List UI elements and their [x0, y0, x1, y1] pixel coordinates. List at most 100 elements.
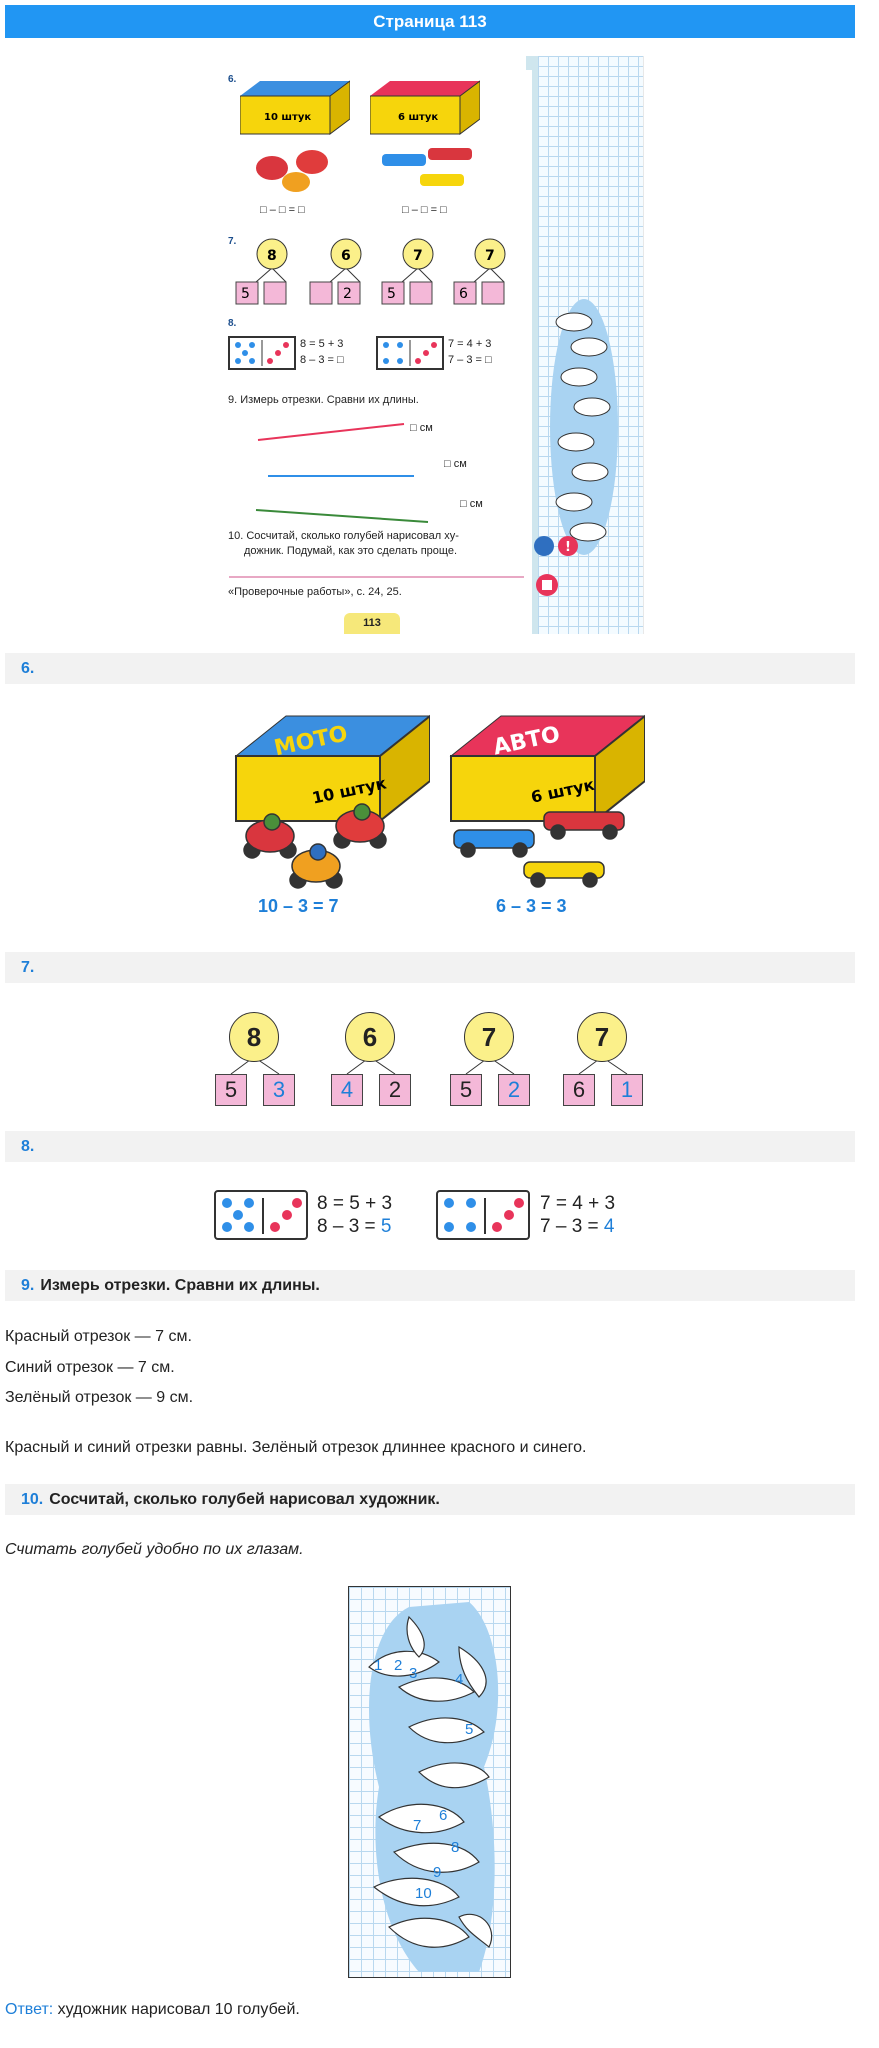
task8-eq1-prefix: 8 – 3 = — [317, 1216, 381, 1237]
svg-text:!: ! — [565, 540, 571, 555]
dove-number-8: 8 — [451, 1839, 460, 1856]
dove-number-9: 9 — [433, 1864, 442, 1881]
section-6-number: 6. — [21, 659, 35, 677]
task9-conclusion: Красный и синий отрезки равны. Зелёный о… — [5, 1439, 587, 1456]
decomposition-2: 6 4 2 — [331, 1012, 411, 1107]
scan-decomp-left-1: 5 — [241, 286, 250, 302]
task8-eq2-line1: 7 = 4 + 3 — [540, 1193, 616, 1214]
doves-drawing — [368, 1602, 499, 1972]
decomposition-1: 8 5 3 — [215, 1012, 295, 1107]
section-9-title: Измерь отрезки. Сравни их длины. — [40, 1276, 320, 1294]
doves-picture: 1 2 3 4 5 6 7 8 9 10 — [348, 1586, 511, 1978]
task10-answer: Ответ: художник нарисовал 10 голубей. — [5, 2001, 300, 2019]
scan-task6-eq-right: □ – □ = □ — [402, 204, 447, 216]
scan-task6-eq-left: □ – □ = □ — [260, 204, 305, 216]
task9-blue-segment: Синий отрезок — 7 см. — [5, 1359, 175, 1376]
task8-eq1-answer: 5 — [380, 1216, 392, 1237]
scan-cm-1: □ см — [410, 422, 433, 434]
cars-illustration — [453, 811, 625, 888]
decomposition-right-answer: 2 — [498, 1074, 530, 1106]
decomposition-left: 6 — [563, 1074, 595, 1106]
section-8-number: 8. — [21, 1137, 35, 1155]
scan-task10-line1: 10. Сосчитай, сколько голубей нарисовал … — [228, 530, 459, 542]
scan-task10-line2: дожник. Подумай, как это сделать проще. — [244, 545, 458, 557]
decomposition-total: 7 — [577, 1012, 627, 1062]
scan-domino-2 — [376, 336, 444, 370]
scan-decomp-right-2: 2 — [343, 286, 352, 302]
decomposition-4: 7 6 1 — [563, 1012, 643, 1107]
dove-number-7: 7 — [413, 1817, 422, 1834]
scan-doves-picture — [550, 299, 618, 555]
scan-task8-eq1a: 8 = 5 + 3 — [300, 338, 344, 350]
scan-book-icon — [536, 574, 558, 596]
dove-number-3: 3 — [409, 1665, 418, 1682]
scan-auto-label: 6 штук — [398, 112, 438, 123]
scan-task8-num: 8. — [228, 318, 237, 329]
section-7-header: 7. — [5, 952, 855, 983]
decomposition-total: 8 — [229, 1012, 279, 1062]
section-9-number: 9. — [21, 1276, 35, 1294]
scan-info-icons: ! — [534, 536, 578, 556]
task9-green-segment: Зелёный отрезок — 9 см. — [5, 1389, 194, 1406]
answer-label: Ответ: — [5, 2001, 54, 2018]
scan-task8-eq1b: 8 – 3 = □ — [300, 354, 344, 366]
scan-task7-num: 7. — [228, 236, 237, 247]
decomposition-total: 7 — [464, 1012, 514, 1062]
scan-domino-1 — [228, 336, 296, 370]
scan-task8-eq2a: 7 = 4 + 3 — [448, 338, 492, 350]
scan-task8-eq2b: 7 – 3 = □ — [448, 354, 492, 366]
decomposition-left: 5 — [215, 1074, 247, 1106]
scan-task6-num: 6. — [228, 74, 237, 85]
task8-eq1-line2: 8 – 3 = 5 — [317, 1216, 392, 1238]
task6-equation-right: 6 – 3 = 3 — [496, 896, 567, 916]
scan-auto-box: 6 штук — [370, 80, 480, 135]
scan-moto-label: 10 штук — [264, 112, 311, 123]
task8-eq1-line1: 8 = 5 + 3 — [317, 1193, 393, 1214]
section-6-header: 6. — [5, 653, 855, 684]
decomposition-total: 6 — [345, 1012, 395, 1062]
section-8-header: 8. — [5, 1131, 855, 1162]
motorcycles-illustration — [243, 803, 387, 889]
task6-equation-left: 10 – 3 = 7 — [258, 896, 339, 916]
scan-decomp-total-1: 8 — [267, 248, 277, 264]
dove-number-6: 6 — [439, 1807, 448, 1824]
section-10-header: 10. Сосчитай, сколько голубей нарисовал … — [5, 1484, 855, 1515]
decomposition-left-answer: 4 — [331, 1074, 363, 1106]
scan-divider — [229, 576, 524, 578]
auto-box-illustration: АВТО 6 штук — [449, 714, 645, 824]
scan-decomp-left-4: 6 — [459, 286, 468, 302]
scan-decomp-total-4: 7 — [485, 248, 495, 264]
dove-number-5: 5 — [465, 1721, 474, 1738]
section-9-header: 9. Измерь отрезки. Сравни их длины. — [5, 1270, 855, 1301]
section-10-title: Сосчитай, сколько голубей нарисовал худо… — [49, 1490, 440, 1508]
domino-1 — [214, 1190, 308, 1240]
scan-moto-box: 10 штук — [240, 80, 350, 135]
scan-decomp-total-2: 6 — [341, 248, 351, 264]
section-7-number: 7. — [21, 958, 35, 976]
domino-2 — [436, 1190, 530, 1240]
scan-page-number: 113 — [344, 613, 400, 634]
scan-decomp-left-3: 5 — [387, 286, 396, 302]
textbook-page-image: 6. 10 штук 6 штук □ – □ = □ □ – □ = □ 7.… — [214, 56, 644, 634]
decomposition-right-answer: 3 — [263, 1074, 295, 1106]
section-10-number: 10. — [21, 1490, 44, 1508]
task8-eq2-prefix: 7 – 3 = — [540, 1216, 604, 1237]
scan-cm-3: □ см — [460, 498, 483, 510]
answer-text: художник нарисовал 10 голубей. — [53, 2001, 300, 2018]
moto-box-illustration: МОТО 10 штук — [234, 714, 430, 824]
scan-decomp-total-3: 7 — [413, 248, 423, 264]
scan-task9-text: 9. Измерь отрезки. Сравни их длины. — [228, 394, 419, 406]
dove-number-10: 10 — [415, 1885, 432, 1902]
decomposition-right: 2 — [379, 1074, 411, 1106]
scan-segments — [255, 423, 429, 523]
task9-red-segment: Красный отрезок — 7 см. — [5, 1328, 192, 1345]
task10-hint: Считать голубей удобно по их глазам. — [5, 1541, 304, 1558]
task8-eq2-answer: 4 — [603, 1216, 615, 1237]
scan-decomp-figures: 8 5 6 2 7 5 7 6 — [235, 238, 506, 305]
dove-number-2: 2 — [394, 1657, 403, 1674]
dove-number-1: 1 — [374, 1657, 383, 1674]
scan-cars — [382, 148, 472, 186]
task8-eq2-line2: 7 – 3 = 4 — [540, 1216, 615, 1238]
page-title: Страница 113 — [5, 5, 855, 38]
decomposition-left: 5 — [450, 1074, 482, 1106]
